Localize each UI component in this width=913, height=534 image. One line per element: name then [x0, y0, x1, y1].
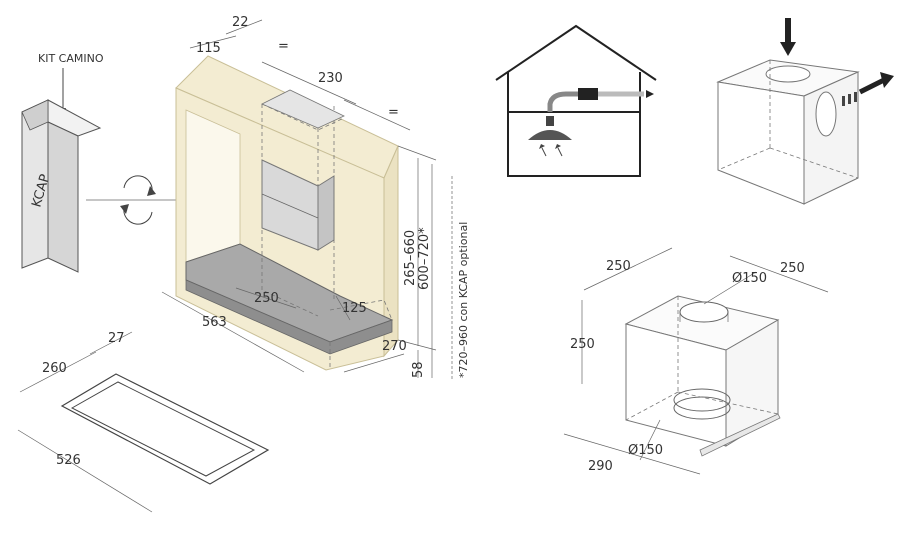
rotate-icon [120, 175, 156, 225]
house-fan [578, 88, 598, 100]
dim-box-250-right: 250 [780, 261, 805, 276]
dim-box-phi150-top: Ø150 [732, 271, 767, 286]
dim-eq-right: = [388, 105, 399, 120]
kcap-chimney: KCAP [21, 99, 102, 273]
fan-box-iso [716, 18, 894, 205]
cabinet-drawing: 115 22 = 230 = 265–660 600–720* *720–960… [161, 15, 470, 380]
dim-720-960: *720–960 con KCAP optional [457, 222, 470, 378]
kit-camino-group: KIT CAMINO KCAP [21, 52, 176, 273]
house-schematic [495, 24, 657, 177]
house-roof [495, 24, 657, 81]
dim-box-250-height: 250 [570, 337, 595, 352]
cabinet-inner-left [185, 109, 241, 263]
box-dimension-drawing: 250 250 Ø150 250 290 Ø150 [563, 247, 829, 475]
house-duct [547, 91, 578, 112]
dim-box-phi150-bottom: Ø150 [628, 443, 663, 458]
dim-260: 260 [42, 361, 67, 376]
cutout-drawing: 27 260 526 [17, 331, 270, 513]
dim-600-720: 600–720* [417, 227, 432, 290]
house-hood [528, 130, 572, 140]
dim-265-660: 265–660 [403, 230, 418, 286]
outflow-arrow-icon [842, 72, 894, 106]
dim-27: 27 [108, 331, 125, 346]
cutout-inner [70, 381, 256, 477]
inflow-arrow-icon [785, 18, 791, 44]
top-vent-opening [261, 89, 345, 129]
dim-115: 115 [196, 41, 221, 56]
dim-box-250-left: 250 [606, 259, 631, 274]
dim-125: 125 [342, 301, 367, 316]
dim-250: 250 [254, 291, 279, 306]
dim-box-290: 290 [588, 459, 613, 474]
dim-22: 22 [232, 15, 249, 30]
dim-563: 563 [202, 315, 227, 330]
house-walls [507, 72, 641, 177]
dim-58: 58 [411, 361, 426, 378]
kit-camino-label: KIT CAMINO [38, 52, 104, 65]
dim-230: 230 [318, 71, 343, 86]
dim-eq-top: = [278, 39, 289, 54]
dim-270: 270 [382, 339, 407, 354]
hood-motor-side [317, 175, 335, 251]
dim-526: 526 [56, 453, 81, 468]
